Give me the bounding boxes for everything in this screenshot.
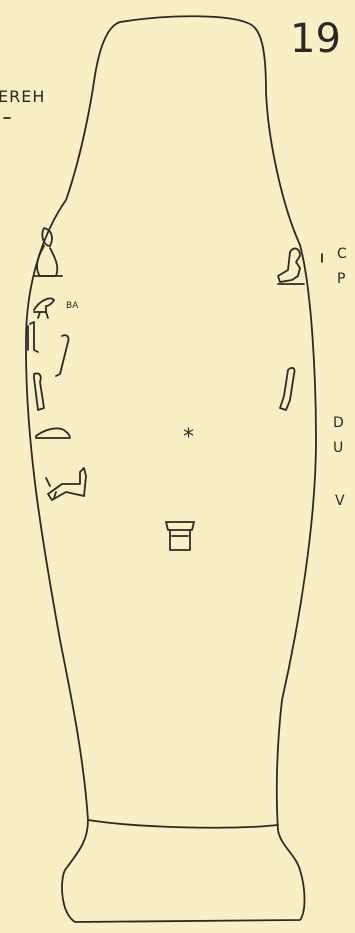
side-letter-d: D — [333, 415, 344, 431]
header-fragment: EREH — [0, 87, 45, 106]
ba-bird-glyph — [34, 298, 54, 318]
plate-number: 19 — [290, 16, 341, 62]
standing-figure-glyph-3 — [34, 373, 44, 410]
seated-figure-glyph — [34, 228, 62, 276]
standing-figure-glyph-2 — [56, 335, 69, 376]
pedestal-glyph — [166, 522, 194, 550]
side-letter-v: V — [335, 493, 345, 509]
ba-label: BA — [66, 301, 79, 311]
side-letter-c: C — [337, 246, 347, 262]
reclining-animal-glyph — [36, 428, 70, 438]
seated-god-glyph — [278, 249, 304, 284]
star-mark: * — [183, 425, 194, 450]
coffin-foot-line — [88, 820, 278, 828]
jackal-glyph — [46, 468, 86, 500]
side-letter-u: U — [333, 440, 343, 456]
coffin-outline — [26, 16, 316, 922]
standing-figure-glyph-1 — [28, 322, 38, 352]
side-letter-p: P — [337, 271, 345, 287]
mummiform-figure-glyph — [280, 368, 295, 410]
